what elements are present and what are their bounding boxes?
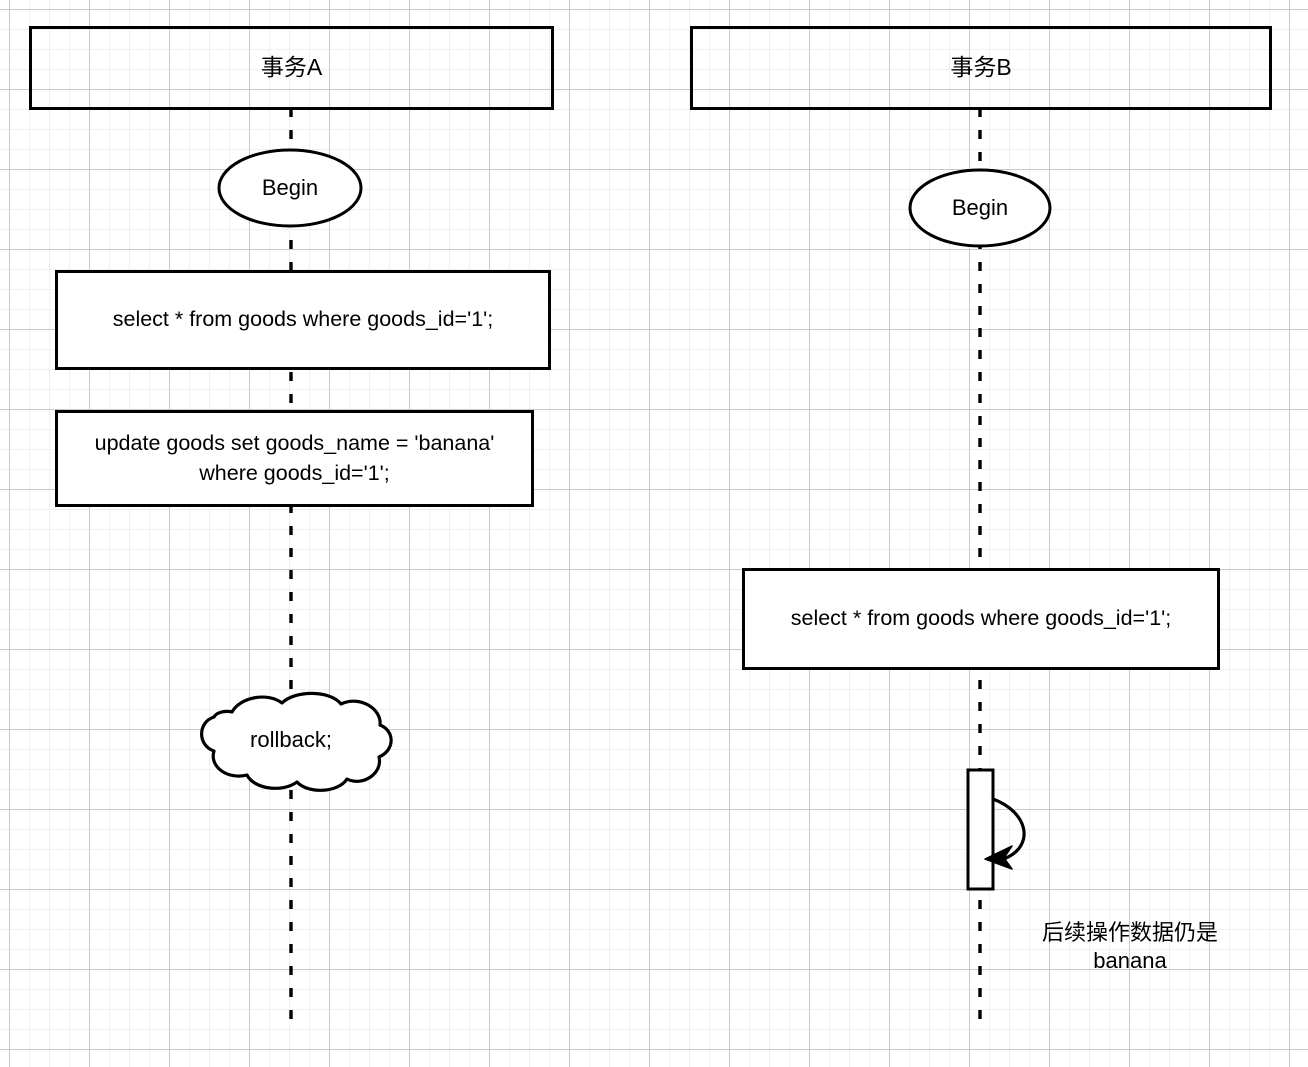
begin-node-b[interactable]: Begin <box>910 170 1050 246</box>
sql-box-b-select-text: select * from goods where goods_id='1'; <box>790 606 1172 631</box>
rollback-node-a-label: rollback; <box>250 727 332 752</box>
begin-node-b-label: Begin <box>951 195 1009 220</box>
begin-node-a[interactable]: Begin <box>219 150 361 226</box>
lifeline-header-b[interactable]: 事务B <box>690 26 1272 110</box>
sql-box-a-update-text: update goods set goods_name = 'banana' w… <box>94 430 495 485</box>
sql-box-a-update[interactable]: update goods set goods_name = 'banana' w… <box>55 410 534 507</box>
rollback-node-a[interactable]: rollback; <box>205 712 377 768</box>
activation-bar-b <box>966 768 995 891</box>
lifeline-header-b-label: 事务B <box>950 54 1012 81</box>
sql-box-a-select[interactable]: select * from goods where goods_id='1'; <box>55 270 551 370</box>
lifeline-header-a[interactable]: 事务A <box>29 26 554 110</box>
note-b-subsequent-ops: 后续操作数据仍是 banana <box>1009 890 1251 976</box>
begin-node-a-label: Begin <box>261 175 319 200</box>
sql-box-a-select-text: select * from goods where goods_id='1'; <box>112 307 494 332</box>
lifeline-header-a-label: 事务A <box>260 54 323 81</box>
note-b-subsequent-ops-text: 后续操作数据仍是 banana <box>1041 919 1218 974</box>
self-loop-arrow-b <box>984 797 1026 870</box>
sql-box-b-select[interactable]: select * from goods where goods_id='1'; <box>742 568 1220 670</box>
